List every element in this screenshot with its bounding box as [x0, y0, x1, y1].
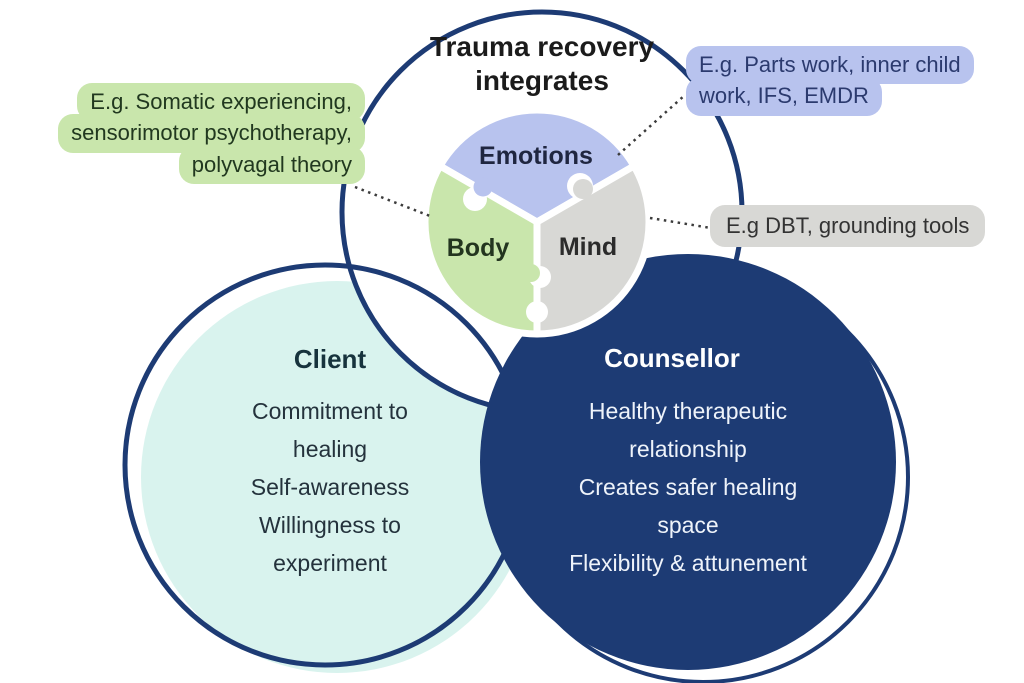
- callout-parts-line: work, IFS, EMDR: [686, 77, 882, 116]
- puzzle-notch: [526, 301, 548, 323]
- diagram-title: Trauma recovery integrates: [429, 31, 655, 97]
- puzzle-mind-segment: [533, 162, 653, 338]
- client-item-line: experiment: [273, 550, 387, 576]
- emotions-label: Emotions: [479, 142, 593, 170]
- puzzle-knob-mind: [573, 179, 593, 199]
- callout-dbt: E.g DBT, grounding tools: [710, 205, 986, 248]
- client-item-line: Commitment to: [252, 398, 408, 424]
- callout-somatic: E.g. Somatic experiencing, sensorimotor …: [58, 83, 365, 185]
- client-title: Client: [293, 344, 367, 374]
- counsellor-item-line: space: [657, 512, 719, 538]
- connector-emotions-line: [617, 94, 686, 156]
- counsellor-item-line: relationship: [629, 436, 747, 462]
- body-label: Body: [446, 234, 510, 262]
- callout-parts: E.g. Parts work, inner child work, IFS, …: [686, 46, 974, 116]
- puzzle-emotions-segment: [436, 106, 638, 226]
- counsellor-circle-fill: [480, 254, 896, 670]
- mind-label: Mind: [558, 233, 618, 261]
- callout-dbt-line: E.g DBT, grounding tools: [710, 205, 986, 248]
- puzzle-body-segment: [421, 162, 541, 338]
- client-item-line: Self-awareness: [250, 474, 410, 500]
- counsellor-item-line: Creates safer healing: [578, 474, 798, 500]
- puzzle-knob-body: [522, 264, 540, 282]
- client-item-line: healing: [292, 436, 368, 462]
- client-items: Commitment to healing Self-awareness Wil…: [210, 392, 450, 582]
- counsellor-items: Healthy therapeutic relationship Creates…: [520, 392, 856, 582]
- puzzle-knob-emotions: [473, 177, 493, 197]
- counsellor-item-line: Flexibility & attunement: [569, 550, 807, 576]
- callout-somatic-line: polyvagal theory: [178, 145, 365, 185]
- counsellor-item-line: Healthy therapeutic: [588, 398, 788, 424]
- client-item-line: Willingness to: [259, 512, 401, 538]
- counsellor-title: Counsellor: [604, 343, 740, 373]
